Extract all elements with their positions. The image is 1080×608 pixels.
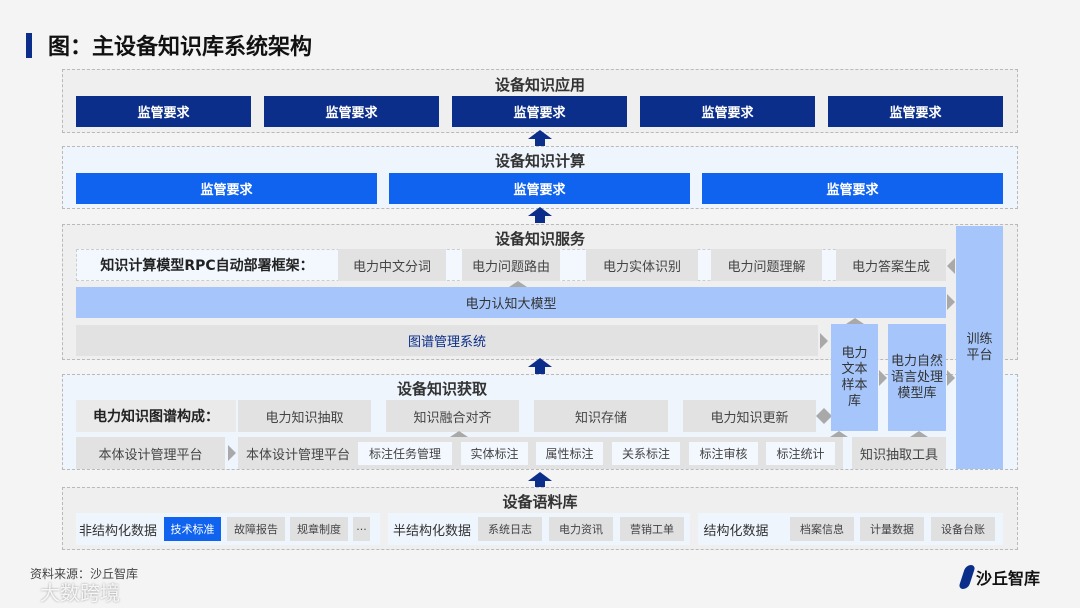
app-item: 监管要求 [264,96,439,127]
arrow-up-icon [528,472,552,488]
section-acquire-title: 设备知识获取 [396,379,487,398]
rpc-label: 知识计算模型RPC自动部署框架： [100,258,314,274]
corpus-chip: 系统日志 [478,517,542,541]
tag-item: 标注审核 [689,442,758,465]
arrow-left-icon [947,258,955,274]
watermark: 大数跨境 [40,580,120,605]
arrow-up-icon [509,281,527,287]
graph-management-system: 图谱管理系统 [76,325,818,356]
arrow-right-icon [879,370,887,386]
title-accent-bar [26,33,32,58]
app-item: 监管要求 [452,96,627,127]
page-title: 图：主设备知识库系统架构 [48,35,313,60]
tag-item: 标注任务管理 [358,442,452,465]
corpus-chip: 规章制度 [290,517,348,541]
corpus-chip: 营销工单 [620,517,684,541]
corpus-chip: 电力资讯 [549,517,613,541]
corpus-chip-active: 技术标准 [164,517,221,541]
corpus-chip: 故障报告 [227,517,285,541]
corpus-group-label: 结构化数据 [703,523,769,539]
arrow-right-icon [228,445,236,461]
app-item: 监管要求 [640,96,815,127]
tag-item: 实体标注 [461,442,528,465]
corpus-chip: 档案信息 [790,517,854,541]
logo-icon [958,565,976,589]
arrow-right-icon [947,370,955,386]
tag-item: 属性标注 [536,442,603,465]
arrow-up-icon [528,358,552,374]
double-arrow-icon [816,408,832,424]
rpc-item: 电力问题理解 [711,249,822,281]
training-platform: 训练平台 [956,226,1003,469]
arrow-up-icon [450,431,468,437]
compute-item: 监管要求 [389,173,690,204]
section-compute-title: 设备知识计算 [494,151,585,170]
source-note: 资料来源：沙丘智库 [30,566,139,581]
corpus-group-label: 半结构化数据 [392,523,471,539]
arrow-right-icon [947,294,955,310]
app-item: 监管要求 [76,96,251,127]
app-item: 监管要求 [828,96,1003,127]
arrow-up-icon [846,318,864,324]
llm-bar: 电力认知大模型 [76,287,946,318]
corpus-chip: ··· [353,517,370,541]
corpus-group-label: 非结构化数据 [78,523,157,539]
arrow-up-icon [910,431,928,437]
arrow-up-icon [528,130,552,146]
corpus-chip: 设备台账 [931,517,995,541]
kg-item: 电力知识更新 [683,400,816,432]
arrow-right-icon [820,333,828,349]
nlp-model-library: 电力自然语言处理模型库 [888,324,946,431]
section-service-title: 设备知识服务 [494,229,585,248]
rpc-item: 电力问题路由 [462,249,560,281]
section-corpus-title: 设备语料库 [502,492,578,511]
kg-label: 电力知识图谱构成： [76,400,236,432]
compute-item: 监管要求 [76,173,377,204]
kg-item: 知识融合对齐 [386,400,519,432]
tag-item: 标注统计 [766,442,835,465]
rpc-item: 电力实体识别 [586,249,698,281]
arrow-up-icon [830,431,848,437]
section-app-title: 设备知识应用 [494,75,585,94]
kg-item: 知识存储 [534,400,668,432]
extraction-tool: 知识抽取工具 [852,437,946,469]
text-sample-library: 电力文本样本库 [831,324,878,431]
ontology-platform-2: 本体设计管理平台 [245,447,350,463]
ontology-platform: 本体设计管理平台 [76,437,225,469]
kg-item: 电力知识抽取 [238,400,371,432]
arrow-up-icon [528,207,552,223]
logo-text: 沙丘智库 [976,569,1041,588]
corpus-chip: 计量数据 [860,517,924,541]
rpc-item: 电力答案生成 [836,249,946,281]
tag-item: 关系标注 [612,442,680,465]
rpc-item: 电力中文分词 [338,249,446,281]
compute-item: 监管要求 [702,173,1003,204]
